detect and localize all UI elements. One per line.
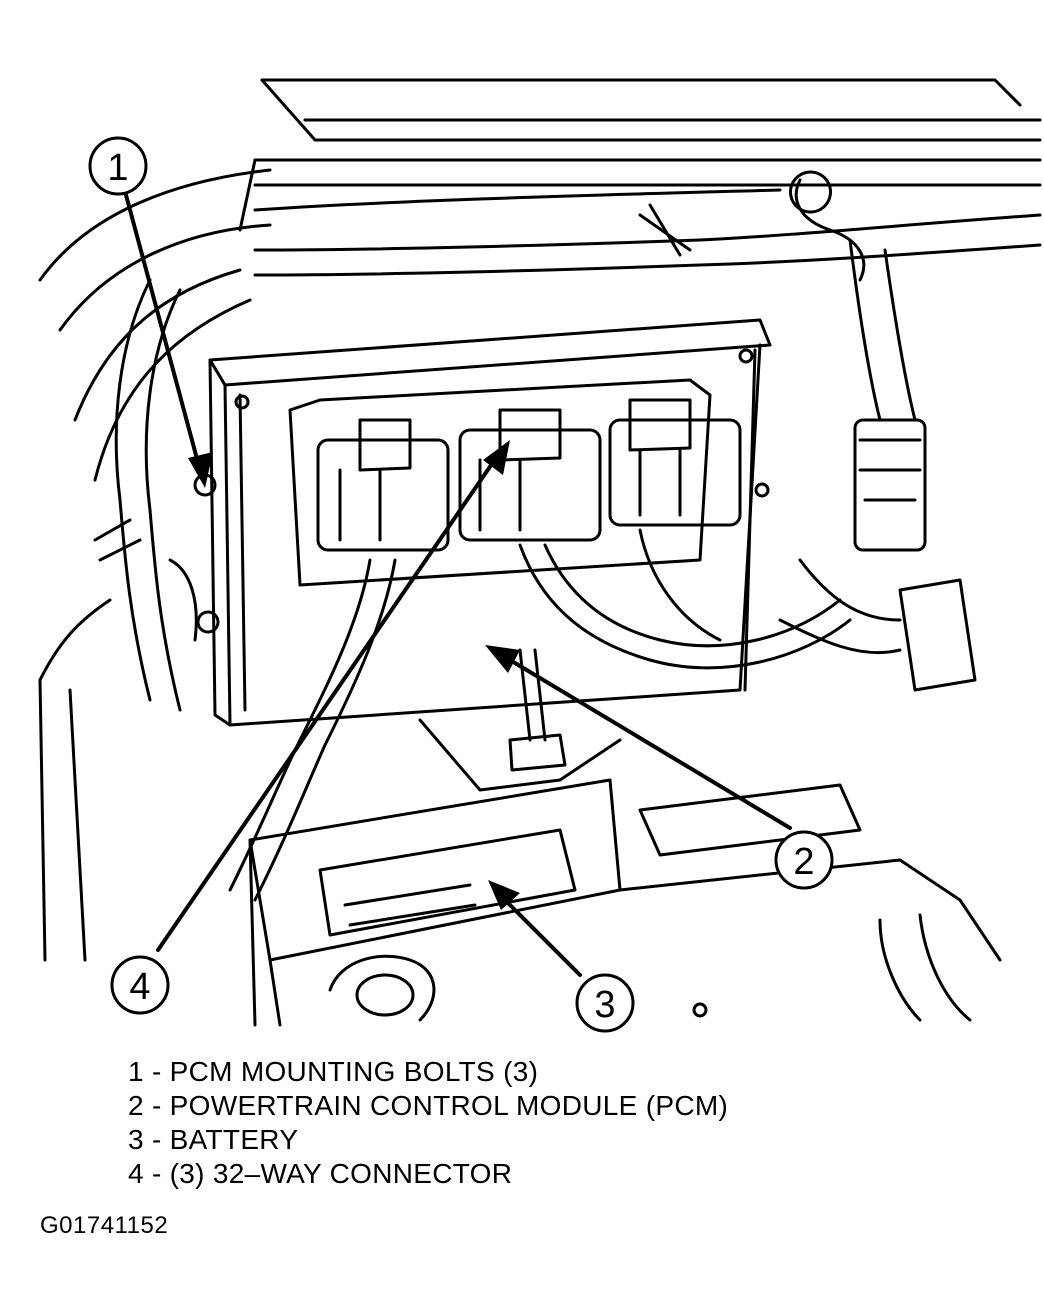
left-wiring-harness <box>93 278 198 712</box>
wiring-harness <box>253 170 1042 422</box>
battery-terminal <box>328 913 972 1022</box>
connector-harness <box>228 528 852 902</box>
legend-item-pcm-mounting-bolts: 1 - PCM MOUNTING BOLTS (3) <box>128 1056 539 1087</box>
fender <box>38 168 272 962</box>
legend-item-powertrain-control-module: 2 - POWERTRAIN CONTROL MODULE (PCM) <box>128 1090 729 1121</box>
callout-2: 2 <box>774 830 834 890</box>
pcm-location-diagram: 1 2 3 4 <box>38 78 1042 1033</box>
right-connector <box>778 418 977 692</box>
svg-text:3: 3 <box>594 984 615 1026</box>
svg-text:2: 2 <box>793 841 814 883</box>
legend-item-32-way-connector: 4 - (3) 32–WAY CONNECTOR <box>128 1158 513 1189</box>
svg-text:1: 1 <box>107 147 128 189</box>
callout-3: 3 <box>575 973 635 1033</box>
callout-1: 1 <box>88 136 148 196</box>
hood-panel <box>238 78 1042 232</box>
legend-item-battery: 3 - BATTERY <box>128 1124 299 1155</box>
connector <box>288 378 742 587</box>
svg-text:4: 4 <box>129 966 150 1008</box>
battery <box>248 778 1002 1027</box>
callout-4: 4 <box>110 955 170 1015</box>
arrowheads <box>188 440 520 910</box>
legend: 1 - PCM MOUNTING BOLTS (3) 2 - POWERTRAI… <box>128 1055 728 1191</box>
figure-id: G01741152 <box>40 1212 169 1239</box>
mounting-bolt <box>193 473 622 792</box>
leader-lines <box>124 193 792 977</box>
